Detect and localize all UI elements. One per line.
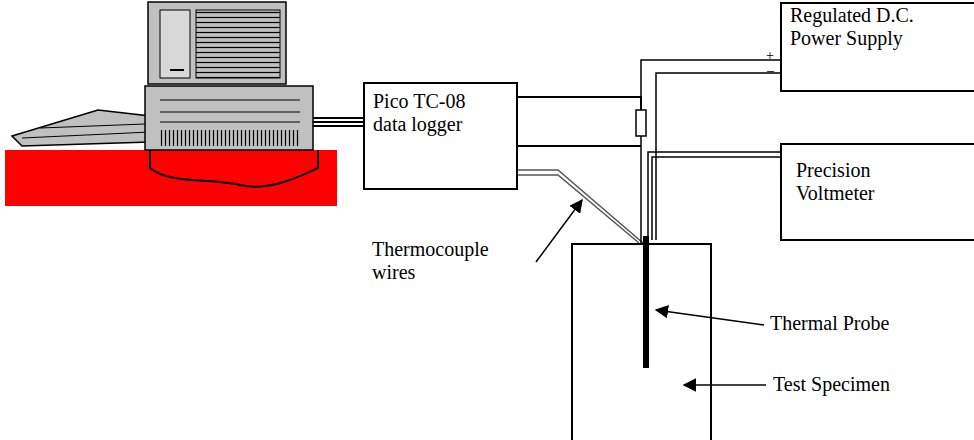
desk-cloth-edge — [150, 150, 318, 187]
thermal-probe — [643, 236, 649, 368]
keyboard — [12, 110, 150, 146]
specimen-box: Test Specimen — [571, 243, 712, 440]
desk — [5, 150, 337, 206]
terminal-sign: + — [766, 48, 774, 64]
node-text: Pico TC-08 data logger — [373, 90, 491, 136]
resistor-symbol — [636, 110, 646, 136]
leader-line — [684, 384, 766, 386]
monitor-side — [196, 10, 280, 78]
keyboard-edge — [22, 132, 150, 138]
thermocouple-wire — [518, 175, 639, 243]
node-text: Precision Voltmeter — [796, 159, 926, 205]
wire-label: Thermocouple wires — [372, 238, 502, 284]
power-supply-box: Regulated D.C. Power Supply — [780, 2, 974, 92]
drive-slot — [160, 100, 300, 101]
usb-cable — [313, 117, 364, 119]
monitor-dot — [170, 69, 184, 71]
vents — [160, 130, 300, 146]
wire — [518, 170, 643, 243]
node-text: Test Specimen — [773, 373, 890, 396]
drive-slot — [160, 122, 300, 123]
usb-cable — [313, 121, 364, 123]
leader-line — [656, 310, 764, 325]
leader-line — [536, 200, 582, 262]
terminal-sign: – — [767, 63, 774, 79]
drive-slot — [160, 112, 300, 113]
keyboard-edge — [40, 124, 145, 128]
part-label: Thermal Probe — [770, 312, 889, 335]
usb-cable — [313, 125, 364, 127]
node-text: Regulated D.C. Power Supply — [790, 4, 940, 50]
wire — [648, 152, 780, 243]
monitor — [148, 2, 286, 84]
data-logger-box: Pico TC-08 data logger — [363, 82, 518, 190]
voltmeter-box: Precision Voltmeter — [780, 143, 974, 241]
voltmeter-wire — [652, 157, 780, 240]
monitor-screen — [160, 10, 190, 78]
system-unit — [145, 86, 313, 150]
wire — [641, 60, 780, 243]
